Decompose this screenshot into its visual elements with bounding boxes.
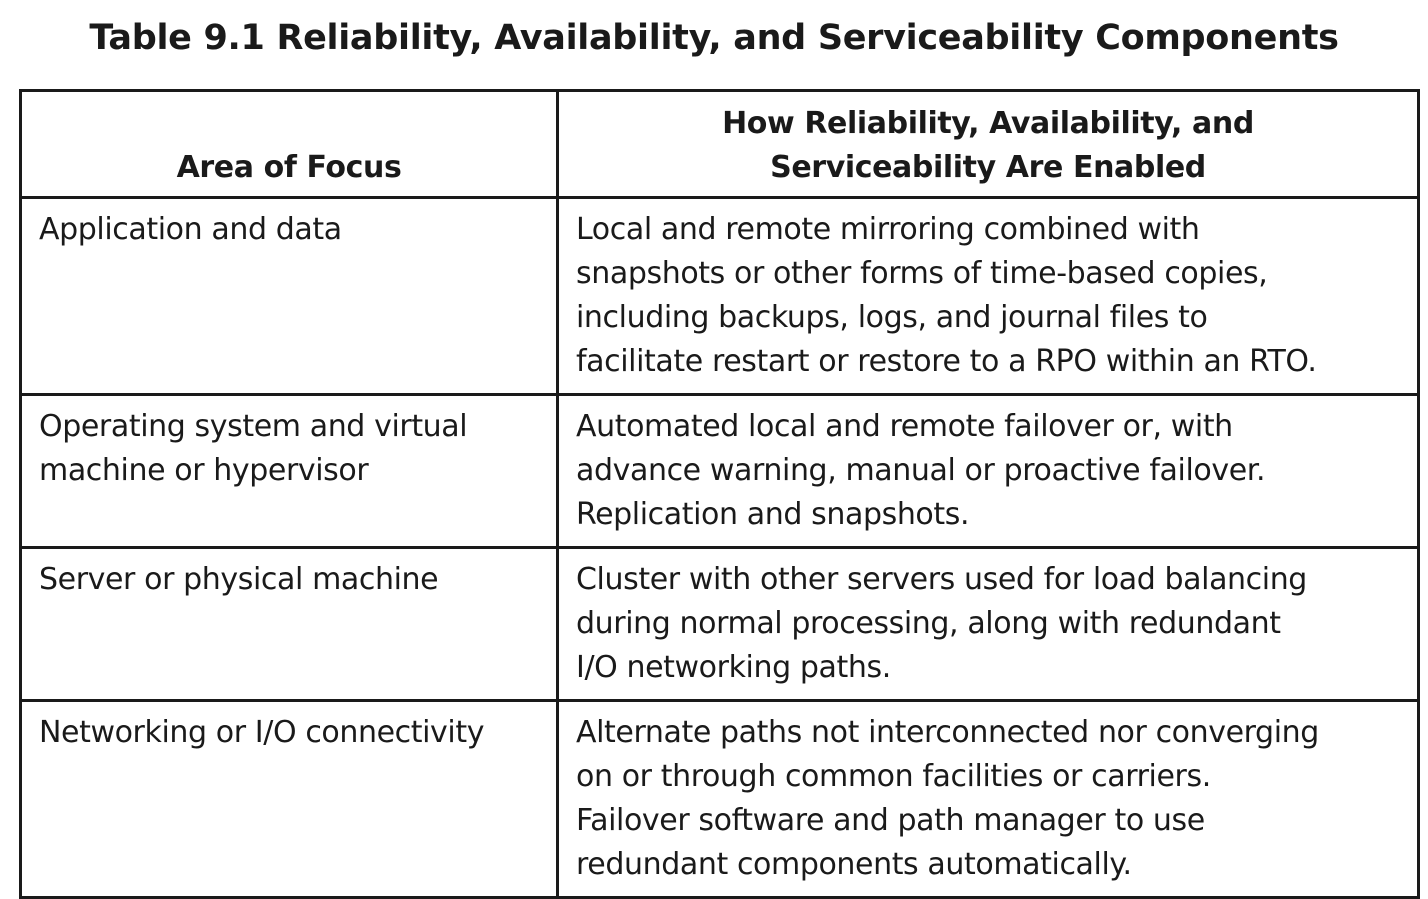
header-how-line-2: Serviceability Are Enabled — [770, 150, 1206, 185]
table-row: Networking or I/O connectivity Alternate… — [19, 699, 1420, 899]
how-text: facilitate restart or restore to a RPO w… — [576, 344, 1317, 379]
ras-components-table: Area of Focus How Reliability, Availabil… — [19, 89, 1420, 899]
how-cell: Automated local and remote failover or, … — [556, 393, 1420, 549]
how-text: snapshots or other forms of time-based c… — [576, 256, 1268, 291]
how-text: I/O networking paths. — [576, 650, 891, 685]
how-text: during normal processing, along with red… — [576, 606, 1281, 641]
focus-cell: Operating system and virtual machine or … — [19, 393, 559, 549]
focus-text: machine or hypervisor — [39, 453, 369, 488]
how-text: Local and remote mirroring combined with — [576, 212, 1200, 247]
focus-cell: Networking or I/O connectivity — [19, 699, 559, 899]
how-text: Replication and snapshots. — [576, 497, 970, 532]
how-text: Cluster with other servers used for load… — [576, 562, 1307, 597]
how-text: Automated local and remote failover or, … — [576, 409, 1233, 444]
table-row: Server or physical machine Cluster with … — [19, 546, 1420, 702]
table-row: Application and data Local and remote mi… — [19, 196, 1420, 396]
focus-text: Networking or I/O connectivity — [39, 715, 485, 750]
focus-cell: Application and data — [19, 196, 559, 396]
header-area-of-focus: Area of Focus — [19, 89, 559, 199]
how-cell: Local and remote mirroring combined with… — [556, 196, 1420, 396]
focus-text: Server or physical machine — [39, 562, 439, 597]
how-text: Failover software and path manager to us… — [576, 803, 1205, 838]
how-text: Alternate paths not interconnected nor c… — [576, 715, 1319, 750]
how-cell: Alternate paths not interconnected nor c… — [556, 699, 1420, 899]
how-text: on or through common facilities or carri… — [576, 759, 1211, 794]
header-how-enabled: How Reliability, Availability, and Servi… — [556, 89, 1420, 199]
table-caption: Table 9.1 Reliability, Availability, and… — [89, 18, 1339, 58]
how-text: advance warning, manual or proactive fai… — [576, 453, 1266, 488]
how-text: redundant components automatically. — [576, 847, 1132, 882]
focus-text: Operating system and virtual — [39, 409, 468, 444]
header-how-line-1: How Reliability, Availability, and — [722, 106, 1254, 141]
focus-cell: Server or physical machine — [19, 546, 559, 702]
header-focus-label: Area of Focus — [176, 150, 402, 185]
how-cell: Cluster with other servers used for load… — [556, 546, 1420, 702]
focus-text: Application and data — [39, 212, 342, 247]
how-text: including backups, logs, and journal fil… — [576, 300, 1208, 335]
table-row: Operating system and virtual machine or … — [19, 393, 1420, 549]
header-row: Area of Focus How Reliability, Availabil… — [19, 89, 1420, 199]
